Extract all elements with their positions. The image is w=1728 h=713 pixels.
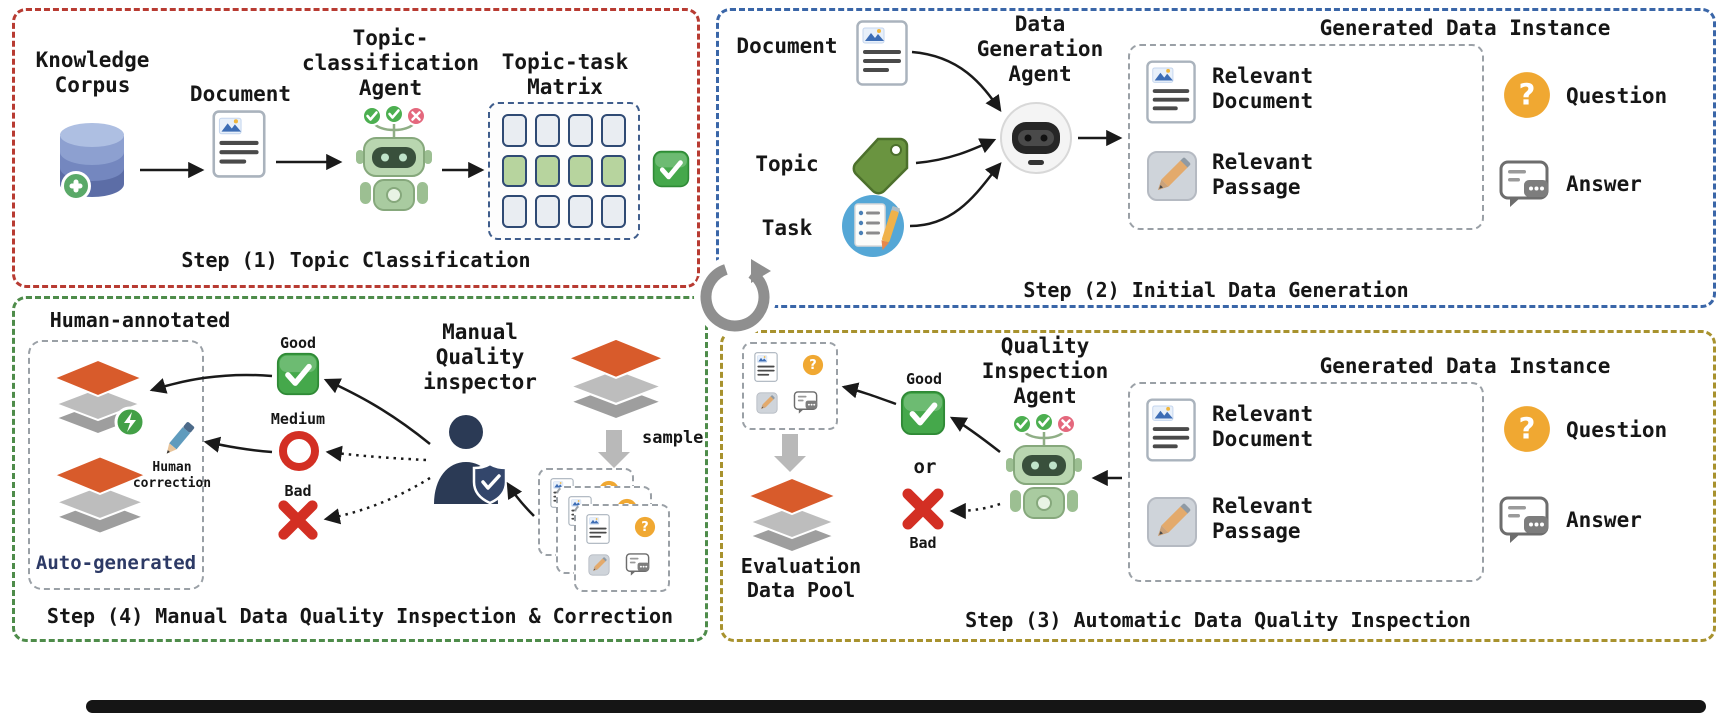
step2-document-label: Document (736, 34, 838, 58)
matrix-cell (601, 114, 626, 147)
step1-document-label: Document (189, 82, 292, 106)
quality-inspection-agent-label: Quality Inspection Agent (981, 334, 1109, 409)
document-icon (856, 20, 908, 86)
step3-caption: Step (3) Automatic Data Quality Inspecti… (965, 608, 1471, 632)
mini-question-icon (634, 516, 656, 538)
question-icon (1502, 404, 1552, 454)
step2-answer-label: Answer (1566, 172, 1642, 196)
step2-panel (716, 8, 1716, 308)
answer-icon (1498, 158, 1556, 212)
step4-bad-label: Bad (284, 482, 312, 500)
evaluation-data-pool-label: Evaluation Data Pool (740, 554, 862, 602)
step3-relevant-passage-label: Relevant Passage (1212, 494, 1314, 544)
mini-document-icon (754, 352, 778, 382)
matrix-cell-selected (568, 154, 593, 188)
bottom-bar (86, 700, 1706, 713)
matrix-cell (502, 114, 527, 147)
matrix-cell (568, 114, 593, 147)
medium-ring-icon (276, 428, 322, 474)
knowledge-corpus-label: Knowledge Corpus (35, 48, 150, 98)
mini-document-icon (586, 514, 610, 544)
step4-panel (12, 296, 708, 642)
step2-relevant-passage-label: Relevant Passage (1212, 150, 1314, 200)
step1-caption: Step (1) Topic Classification (181, 248, 531, 272)
inspector-person-icon (432, 412, 510, 504)
sample-label: sample (642, 428, 704, 448)
mini-passage-icon (756, 392, 778, 414)
step2-relevant-document-label: Relevant Document (1212, 64, 1314, 114)
question-icon (1502, 70, 1552, 120)
data-generation-agent-label: Data Generation Agent (976, 12, 1104, 87)
answer-icon (1498, 494, 1556, 548)
mini-answer-icon (624, 552, 654, 578)
step4-caption: Step (4) Manual Data Quality Inspection … (46, 604, 674, 628)
matrix-cell-selected (535, 154, 560, 188)
matrix-cell-selected (502, 154, 527, 188)
matrix-cell (601, 195, 626, 228)
manual-quality-inspector-label: Manual Quality inspector (423, 320, 537, 395)
mini-answer-icon (792, 390, 822, 416)
bad-cross-icon (276, 498, 320, 542)
bad-cross-icon (900, 486, 946, 532)
step3-instance-title: Generated Data Instance (1319, 354, 1611, 378)
topic-task-matrix-icon (488, 102, 640, 240)
step3-good-label: Good (905, 370, 943, 388)
document-icon (212, 110, 266, 178)
auto-generated-label: Auto-generated (35, 552, 197, 574)
step4-good-label: Good (279, 334, 317, 352)
matrix-cell (535, 195, 560, 228)
task-clipboard-icon (840, 192, 906, 260)
mini-passage-icon (588, 554, 610, 576)
sample-card-front (574, 504, 670, 592)
matrix-cell (502, 195, 527, 228)
task-label: Task (761, 216, 813, 240)
step3-relevant-document-label: Relevant Document (1212, 402, 1314, 452)
topic-label: Topic (755, 152, 819, 176)
cycle-loop-icon (694, 256, 776, 338)
good-check-icon (276, 352, 320, 396)
step3-answer-label: Answer (1566, 508, 1642, 532)
step3-panel (720, 330, 1716, 642)
or-label: or (913, 456, 937, 478)
step2-instance-title: Generated Data Instance (1319, 16, 1611, 40)
classification-robot-icon (352, 104, 436, 216)
step2-question-label: Question (1566, 84, 1668, 108)
medium-label: Medium (270, 410, 326, 428)
step1-panel (12, 8, 700, 288)
matrix-cell (535, 114, 560, 147)
instance-thumbnail-card (742, 342, 838, 430)
relevant-passage-icon (1146, 496, 1198, 548)
check-icon (652, 150, 690, 188)
relevant-passage-icon (1146, 150, 1198, 202)
correction-pencil-icon (158, 418, 200, 460)
relevant-document-icon (1146, 60, 1196, 124)
sample-stack-icon (566, 334, 666, 426)
human-correction-label: Human correction (132, 460, 212, 491)
topic-classification-agent-label: Topic- classification Agent (301, 26, 479, 101)
database-icon (54, 120, 130, 206)
evaluation-stack-icon (746, 474, 838, 558)
topic-tag-icon (850, 134, 912, 196)
matrix-cell-selected (601, 154, 626, 188)
generation-robot-icon (1000, 98, 1072, 178)
relevant-document-icon (1146, 398, 1196, 462)
step3-question-label: Question (1566, 418, 1668, 442)
matrix-cell (568, 195, 593, 228)
inspection-robot-icon (1002, 412, 1086, 524)
annotated-pool-box (28, 340, 204, 590)
mini-question-icon (802, 354, 824, 376)
human-annotated-stack-icon (52, 356, 148, 444)
step2-caption: Step (2) Initial Data Generation (1023, 278, 1409, 302)
good-check-icon (900, 390, 946, 436)
step3-bad-label: Bad (909, 534, 937, 552)
topic-task-matrix-label: Topic-task Matrix (501, 50, 629, 100)
human-annotated-label: Human-annotated (49, 308, 231, 332)
